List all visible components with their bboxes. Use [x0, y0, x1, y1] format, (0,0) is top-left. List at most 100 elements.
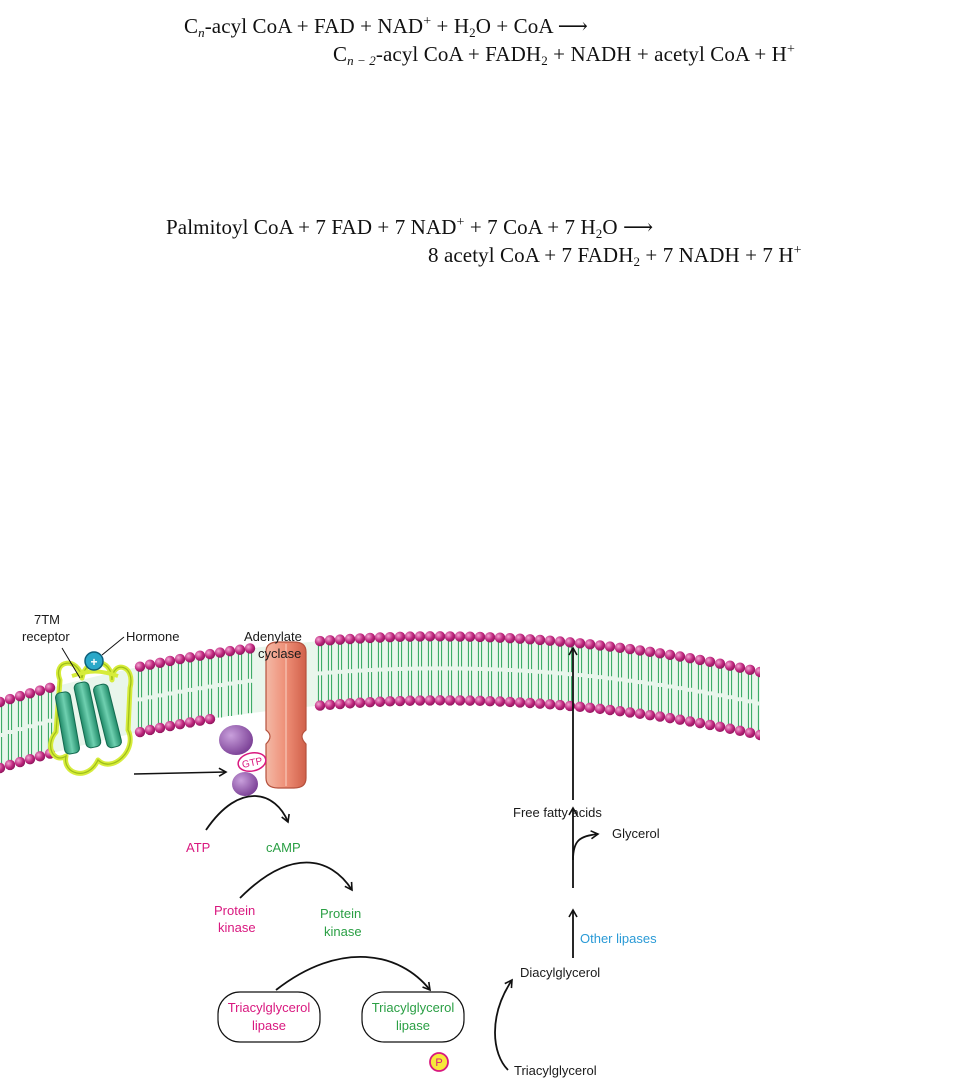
lipid-head-outer: [594, 640, 606, 651]
lipid-head-outer: [704, 656, 716, 668]
lipid-head-inner: [664, 712, 676, 724]
equation-1-line-1: Cn-acyl CoA + FAD + NAD+ + H2O + CoA ⟶: [184, 14, 588, 40]
lipid-head-outer: [334, 634, 346, 645]
hormone-molecule: +: [84, 651, 104, 671]
equation-1-line-2: Cn − 2-acyl CoA + FADH2 + NADH + acetyl …: [333, 42, 795, 68]
lipid-head-outer: [584, 639, 596, 650]
lipolysis-signaling-diagram: + GTP 7TM receptor Hormone Adenylate cyc…: [0, 612, 760, 1078]
lipid-head-outer: [744, 664, 756, 676]
lipid-head-inner: [494, 696, 506, 707]
protein-kinase-inactive-line1: Protein: [214, 903, 255, 918]
lipid-head-inner: [704, 719, 716, 731]
lipid-head-outer: [444, 631, 456, 642]
lipid-head-inner: [694, 717, 706, 729]
lipid-head-inner: [554, 699, 566, 711]
protein-kinase-inactive-line2: kinase: [218, 920, 256, 935]
lipid-head-outer: [164, 655, 176, 667]
lipid-head-inner: [454, 695, 466, 706]
lipid-head-outer: [474, 631, 486, 643]
lipid-head-outer: [354, 633, 366, 644]
receptor-leader: [61, 647, 81, 679]
lipid-head-outer: [694, 654, 706, 666]
lipid-head-inner: [534, 698, 546, 709]
lipid-head-inner: [4, 759, 16, 771]
lipid-head-outer: [644, 646, 656, 658]
lipid-head-outer: [144, 659, 156, 670]
diacylglycerol-label: Diacylglycerol: [520, 965, 600, 980]
lipid-head-inner: [184, 717, 196, 728]
lipid-head-outer: [384, 631, 396, 643]
lipid-head-outer: [224, 645, 236, 657]
lipid-head-outer: [314, 635, 326, 647]
lipid-head-outer: [544, 635, 556, 646]
phosphate-badge: P: [429, 1052, 449, 1072]
hormone-symbol: +: [90, 655, 97, 669]
lipid-head-inner: [544, 699, 556, 710]
lipid-head-outer: [504, 632, 516, 644]
tgl-active: Triacylglycerol lipase: [361, 991, 465, 1043]
lipid-head-outer: [624, 643, 636, 655]
lipid-head-inner: [514, 697, 526, 708]
phosphate-label: P: [435, 1057, 442, 1069]
lipid-head-outer: [664, 649, 676, 661]
receptor-label-line1: 7TM: [34, 612, 60, 627]
lipid-head-inner: [614, 705, 626, 717]
lipid-head-outer: [564, 637, 576, 648]
g-protein: GTP: [219, 725, 267, 796]
hormone-leader: [101, 636, 125, 656]
lipid-head-inner: [524, 697, 536, 709]
glycerol-branch-arrow: [572, 830, 600, 888]
lipid-head-inner: [384, 696, 396, 707]
lipid-head-outer: [654, 648, 666, 659]
lipid-head-outer: [614, 642, 626, 653]
lipid-head-outer: [434, 631, 446, 642]
atp-label: ATP: [186, 840, 210, 855]
lipid-head-inner: [0, 762, 6, 774]
lipid-head-outer: [244, 643, 256, 654]
cyclase-label-line1: Adenylate: [244, 629, 302, 644]
tgl-active-line1: Triacylglycerol: [372, 1000, 455, 1015]
lipid-head-inner: [634, 708, 646, 719]
lipid-head-inner: [354, 697, 366, 708]
atp-to-camp-arrow: [205, 795, 290, 831]
lipid-head-inner: [404, 695, 416, 706]
lipid-head-inner: [654, 711, 666, 722]
triacylglycerol-label: Triacylglycerol: [514, 1063, 597, 1078]
lipid-head-outer: [44, 682, 56, 694]
lipid-head-outer: [554, 636, 566, 647]
lipid-head-inner: [374, 696, 386, 707]
free-fatty-acids-label: Free fatty acids: [513, 805, 602, 820]
lipid-head-outer: [234, 644, 246, 655]
lipid-head-outer: [634, 645, 646, 656]
lipid-head-outer: [754, 666, 760, 678]
lipid-head-outer: [464, 631, 476, 642]
lipid-head-inner: [724, 723, 736, 734]
tgl-inactive-line2: lipase: [252, 1018, 286, 1033]
lipid-head-inner: [414, 695, 426, 706]
lipid-head-inner: [684, 716, 696, 727]
lipid-head-outer: [174, 653, 186, 665]
lipid-head-inner: [464, 695, 476, 706]
lipid-head-outer: [524, 634, 536, 645]
lipid-head-inner: [394, 695, 406, 707]
lipid-head-inner: [444, 695, 456, 706]
lipid-head-inner: [134, 726, 146, 738]
lipid-head-inner: [194, 715, 206, 726]
lipid-heads-inner: [0, 695, 760, 774]
protein-kinase-active-line1: Protein: [320, 906, 361, 921]
lipid-head-outer: [154, 657, 166, 668]
equation-2-line-1: Palmitoyl CoA + 7 FAD + 7 NAD+ + 7 CoA +…: [166, 215, 654, 241]
other-lipases-label: Other lipases: [580, 931, 657, 946]
tag-to-dag-arrow: [494, 978, 513, 1071]
lipid-head-outer: [534, 634, 546, 646]
lipid-head-inner: [594, 703, 606, 715]
lipid-head-outer: [24, 688, 36, 699]
lipid-head-outer: [574, 638, 586, 649]
lipid-head-inner: [364, 697, 376, 708]
lipid-head-outer: [404, 631, 416, 642]
lipid-head-inner: [734, 725, 746, 736]
lipid-head-inner: [474, 695, 486, 707]
lipid-head-inner: [174, 719, 186, 730]
7tm-receptor: [48, 660, 134, 776]
receptor-label-line2: receptor: [22, 629, 70, 644]
